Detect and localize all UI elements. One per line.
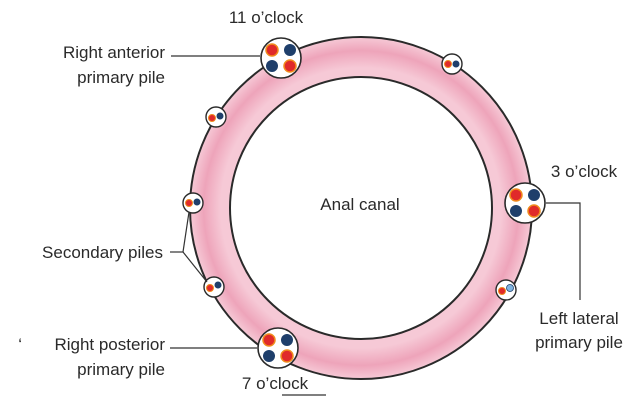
- secondary-pile: [442, 54, 462, 74]
- vessel: [281, 350, 293, 362]
- secondary-pile: [183, 193, 203, 213]
- right-anterior-label-line2: primary pile: [77, 68, 165, 87]
- secondary-pile: [496, 280, 516, 300]
- vessel: [528, 189, 540, 201]
- three-oclock-label: 3 o’clock: [551, 162, 618, 181]
- right-posterior-label-line2: primary pile: [77, 360, 165, 379]
- vessel: [263, 334, 275, 346]
- primary-pile-right-anterior: [261, 38, 301, 78]
- primary-pile-left-lateral: [505, 183, 545, 223]
- vessel: [528, 205, 540, 217]
- vessel: [284, 44, 296, 56]
- vessel: [510, 189, 522, 201]
- seven-oclock-label: 7 o’clock: [242, 374, 309, 393]
- left-lateral-label-line1: Left lateral: [539, 309, 618, 328]
- vessel: [510, 205, 522, 217]
- vessel: [266, 60, 278, 72]
- left-lateral-label-line2: primary pile: [535, 333, 623, 352]
- vessel: [281, 334, 293, 346]
- eleven-oclock-label: 11 o’clock: [229, 8, 304, 27]
- anal-canal-label: Anal canal: [320, 195, 399, 214]
- vessel: [284, 60, 296, 72]
- vessel: [263, 350, 275, 362]
- right-posterior-mark: ‘: [18, 335, 22, 354]
- secondary-pile: [204, 277, 224, 297]
- secondary-pile: [206, 107, 226, 127]
- leader-line-left-lateral: [546, 203, 580, 300]
- primary-pile-right-posterior: [258, 328, 298, 368]
- secondary-piles-label: Secondary piles: [42, 243, 163, 262]
- right-anterior-label-line1: Right anterior: [63, 43, 165, 62]
- vessel: [266, 44, 278, 56]
- right-posterior-label-line1: Right posterior: [54, 335, 165, 354]
